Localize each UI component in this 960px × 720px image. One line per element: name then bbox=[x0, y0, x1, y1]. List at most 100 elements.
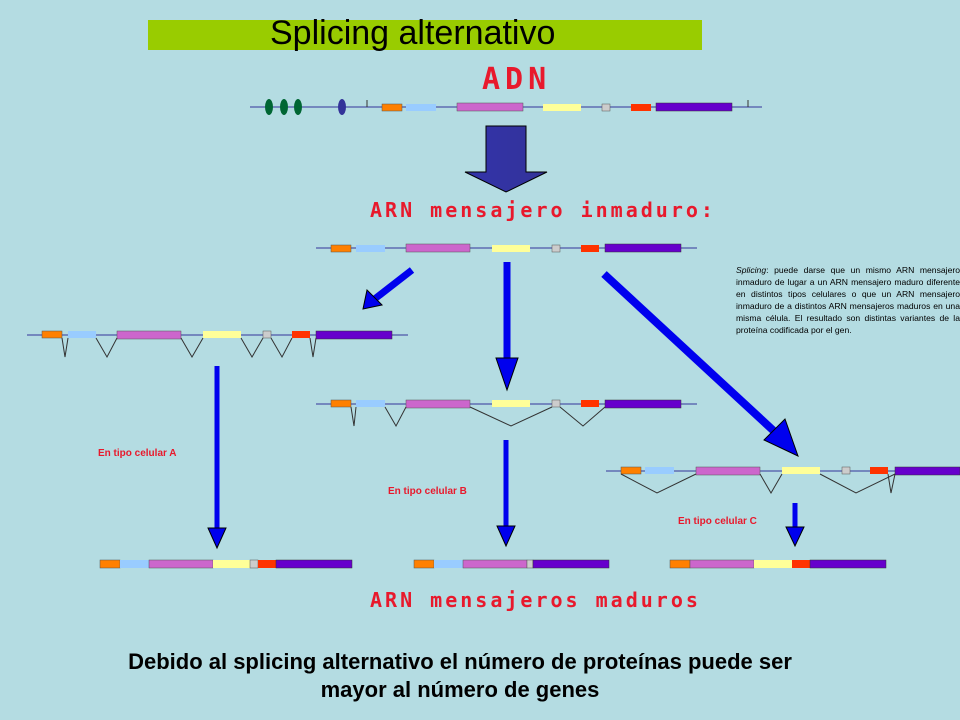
splice-junction bbox=[384, 406, 407, 428]
heading-adn: ADN bbox=[482, 62, 552, 97]
exon bbox=[870, 467, 888, 474]
splice-junction bbox=[620, 473, 697, 494]
regulatory-element bbox=[294, 99, 302, 115]
exon bbox=[669, 559, 691, 569]
exon bbox=[809, 559, 887, 569]
exon bbox=[262, 330, 272, 339]
splicing-note: Splicing: puede darse que un mismo ARN m… bbox=[736, 264, 960, 374]
arrow-cell-c-head bbox=[785, 526, 805, 548]
arrow-cell-a-head bbox=[207, 527, 227, 550]
exon bbox=[406, 104, 436, 111]
exon bbox=[68, 331, 96, 338]
splice-junction bbox=[559, 406, 606, 427]
spliced-variant-a bbox=[27, 330, 408, 359]
exon bbox=[120, 560, 149, 568]
regulatory-element bbox=[338, 99, 346, 115]
exon bbox=[894, 466, 960, 476]
splicing-term: Splicing bbox=[736, 265, 767, 275]
splice-junction bbox=[759, 473, 783, 494]
regulatory-element bbox=[280, 99, 288, 115]
exon bbox=[841, 466, 851, 475]
exon bbox=[462, 559, 528, 569]
cell-type-c-label: En tipo celular C bbox=[678, 516, 757, 527]
exon bbox=[405, 399, 471, 409]
exon bbox=[782, 467, 820, 474]
exon bbox=[203, 331, 241, 338]
cell-type-b-label: En tipo celular B bbox=[388, 486, 467, 497]
arrow-to-variant-c bbox=[601, 271, 779, 436]
exon bbox=[116, 330, 182, 340]
footer-line-2: mayor al número de genes bbox=[320, 677, 600, 702]
splicing-note-text: : puede darse que un mismo ARN mensajero… bbox=[736, 265, 960, 335]
exon bbox=[381, 103, 403, 112]
title-band bbox=[148, 20, 702, 50]
splicing-arrows bbox=[362, 262, 799, 457]
exon bbox=[551, 244, 561, 253]
exon bbox=[604, 243, 682, 253]
footer-line-1: Debido al splicing alternativo el número… bbox=[128, 649, 792, 674]
spliced-variant-b bbox=[316, 399, 697, 428]
exon bbox=[413, 559, 435, 569]
exon bbox=[581, 245, 599, 252]
mature-mrna-b bbox=[413, 559, 610, 569]
exon bbox=[249, 559, 259, 569]
splice-junction bbox=[180, 337, 204, 358]
regulatory-element bbox=[265, 99, 273, 115]
exon bbox=[356, 245, 385, 252]
exon bbox=[695, 466, 761, 476]
footer-caption: Debido al splicing alternativo el número… bbox=[0, 648, 920, 704]
exon bbox=[405, 243, 471, 253]
splice-junction bbox=[309, 337, 317, 358]
arrow-to-variant-b-head bbox=[495, 357, 519, 392]
exon bbox=[492, 400, 530, 407]
arrow-to-variant-a bbox=[369, 267, 415, 304]
splice-junction bbox=[270, 337, 293, 359]
page-title: Splicing alternativo bbox=[270, 14, 556, 52]
transcription-arrow bbox=[464, 125, 548, 193]
arrow-cell-b-head bbox=[496, 525, 516, 548]
splice-junction bbox=[240, 337, 264, 358]
exon bbox=[258, 560, 276, 568]
splice-junction bbox=[887, 473, 896, 494]
exon bbox=[581, 400, 599, 407]
cell-type-a-label: En tipo celular A bbox=[98, 448, 177, 459]
immature-mrna bbox=[316, 243, 697, 253]
exon bbox=[330, 399, 352, 408]
exon bbox=[655, 102, 733, 112]
exon bbox=[689, 559, 755, 569]
heading-immature-mrna: ARN mensajero inmaduro: bbox=[370, 198, 716, 222]
splice-junction bbox=[95, 337, 118, 359]
exon bbox=[356, 400, 385, 407]
exon bbox=[604, 399, 682, 409]
exon bbox=[543, 104, 581, 111]
spliced-variant-c bbox=[606, 466, 960, 494]
exon bbox=[434, 560, 463, 568]
exon bbox=[492, 245, 530, 252]
exon bbox=[315, 330, 393, 340]
exon bbox=[148, 559, 214, 569]
exon bbox=[620, 466, 642, 475]
exon bbox=[601, 103, 611, 112]
exon bbox=[41, 330, 63, 339]
arrow-to-variant-c-head bbox=[763, 418, 799, 457]
exon bbox=[551, 399, 561, 408]
exon bbox=[792, 560, 810, 568]
splice-junction bbox=[350, 406, 357, 427]
arrow-to-variant-a-head bbox=[362, 288, 384, 310]
mature-mrna-a bbox=[99, 559, 353, 569]
splice-junction bbox=[819, 473, 896, 494]
mature-mrna-c bbox=[669, 559, 887, 569]
exon bbox=[526, 559, 534, 569]
exon bbox=[99, 559, 121, 569]
exon bbox=[275, 559, 353, 569]
exon bbox=[532, 559, 610, 569]
exon bbox=[213, 560, 250, 568]
splice-junction bbox=[469, 406, 553, 427]
dna-gene bbox=[250, 99, 762, 115]
exon bbox=[754, 560, 792, 568]
exon bbox=[330, 244, 352, 253]
heading-mature-mrnas: ARN mensajeros maduros bbox=[370, 588, 701, 612]
splice-junction bbox=[61, 337, 69, 358]
maturation-arrows bbox=[207, 366, 805, 550]
